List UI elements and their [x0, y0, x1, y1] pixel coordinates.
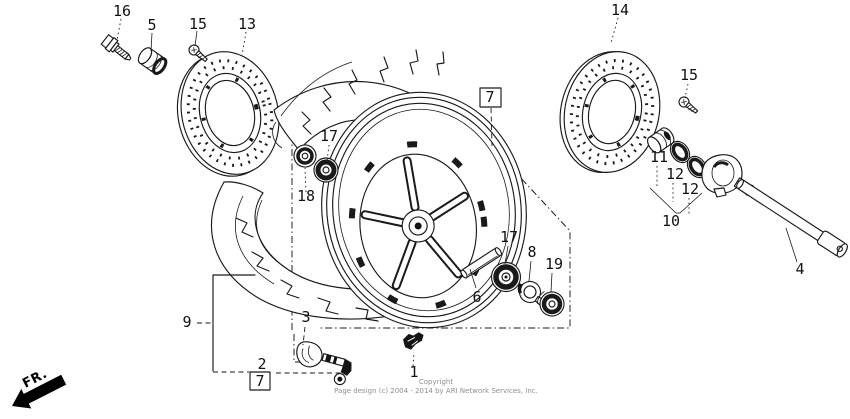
- nut-part-11: [647, 127, 675, 154]
- part-label-9: 9: [182, 313, 191, 331]
- part-label-4: 4: [795, 260, 804, 278]
- copyright-watermark: Copyright Page design (c) 2004 - 2014 by…: [334, 378, 538, 395]
- leader-lines: [116, 17, 798, 374]
- part-label-15-right: 15: [680, 66, 698, 84]
- bearing-part-17-left: [313, 157, 339, 183]
- part-label-14: 14: [611, 1, 629, 19]
- part-label-11: 11: [650, 148, 668, 166]
- part-label-box-7-top: [479, 87, 502, 108]
- dust-seal-part-19: [537, 291, 565, 317]
- part-label-19: 19: [545, 255, 563, 273]
- tire-valve: [296, 341, 352, 386]
- part-label-5: 5: [147, 16, 156, 34]
- part-label-12b: 12: [681, 180, 699, 198]
- part-label-2: 2: [257, 355, 266, 373]
- part-label-13: 13: [238, 15, 256, 33]
- balance-weight: [403, 332, 424, 350]
- bearing-part-17-right: [490, 261, 522, 293]
- part-label-17-left: 17: [320, 127, 338, 145]
- copyright-line-1: Copyright: [419, 378, 453, 386]
- part-label-12a: 12: [666, 165, 684, 183]
- part-label-box-7-bottom: [249, 371, 271, 391]
- copyright-line-2: Page design (c) 2004 - 2014 by ARI Netwo…: [334, 387, 538, 395]
- screw-part-15-right: [678, 96, 699, 114]
- part-label-7-top: 7: [485, 88, 494, 106]
- screw-part-15-left: [188, 44, 208, 63]
- part-label-17-right: 17: [500, 228, 518, 246]
- seal-part-18: [293, 144, 317, 168]
- part-label-18: 18: [297, 187, 315, 205]
- wheel-spokes: [360, 156, 469, 291]
- washer-part-12a: [669, 140, 691, 164]
- part-label-15-left: 15: [189, 15, 207, 33]
- part-label-3: 3: [301, 308, 310, 326]
- part-label-1: 1: [409, 363, 418, 381]
- axle-spacer: [460, 247, 503, 279]
- bolt-part-16: [100, 34, 132, 61]
- brake-disc-left: [176, 51, 280, 177]
- part-label-7-bottom: 7: [255, 372, 264, 390]
- part-label-8: 8: [527, 243, 536, 261]
- fr-arrow-icon: [12, 374, 67, 409]
- cap-part-5: [137, 47, 168, 75]
- part-label-6: 6: [472, 288, 481, 306]
- part-label-10: 10: [662, 212, 680, 230]
- brake-disc-right: [559, 51, 661, 174]
- axle-shaft: [736, 179, 848, 258]
- part-label-16: 16: [113, 2, 131, 20]
- part-labels: 16 5 15 13 14 15 7 17 18 11 12 12 10 4 1…: [113, 1, 805, 391]
- front-direction-indicator: FR.: [12, 367, 67, 409]
- wheel-hub-dish: [348, 141, 488, 311]
